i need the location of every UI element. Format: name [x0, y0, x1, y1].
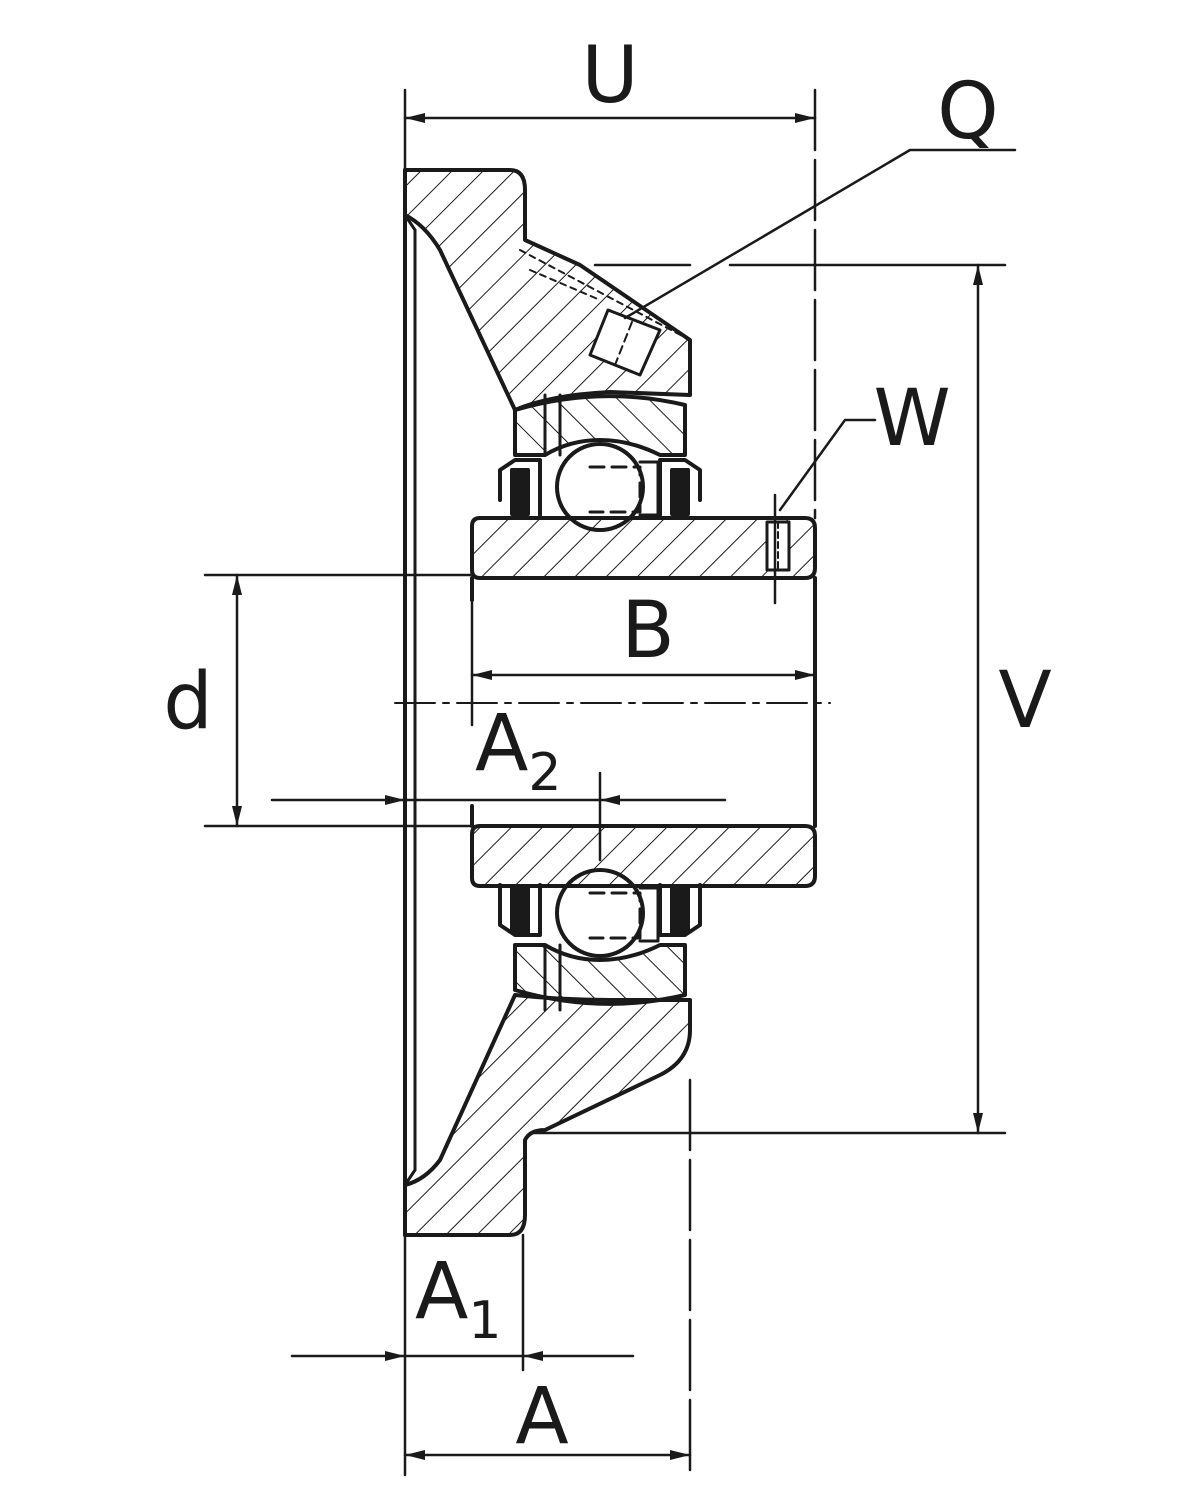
label-A1-sub: 1	[468, 1291, 501, 1351]
inner-ring-upper	[470, 516, 817, 580]
grease-nipple	[519, 249, 691, 377]
seals-upper	[498, 458, 702, 517]
label-V: V	[998, 656, 1051, 746]
label-W: W	[873, 374, 950, 464]
label-d: d	[163, 657, 213, 747]
housing-upper	[403, 168, 692, 412]
label-B: B	[621, 586, 675, 676]
label-A: A	[515, 1372, 568, 1462]
label-A1-main: A	[415, 1247, 468, 1337]
outer-ring-upper	[513, 393, 687, 457]
leader-Q	[623, 148, 1017, 320]
label-A2-main: A	[475, 699, 528, 789]
label-A2-sub: 2	[528, 743, 561, 803]
extension-lines	[203, 88, 1007, 1477]
outer-ring-lower	[513, 943, 687, 1012]
label-A1: A1	[415, 1247, 501, 1351]
label-A2: A2	[475, 699, 561, 803]
housing-lower	[403, 993, 692, 1237]
label-U: U	[581, 31, 638, 121]
ball-lower	[555, 868, 660, 958]
inner-ring-lower	[470, 824, 817, 888]
label-Q: Q	[937, 67, 998, 157]
leader-W	[778, 418, 877, 512]
